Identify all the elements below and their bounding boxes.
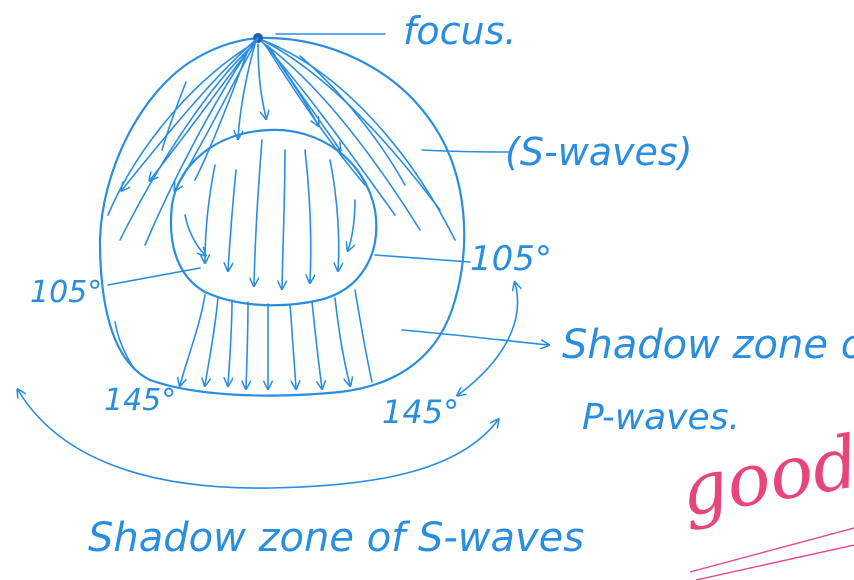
angle-right-upper-leader [375, 255, 470, 262]
label-shadow-p-line1: Shadow zone of [562, 325, 854, 365]
core-outline [171, 130, 376, 305]
right-ray-fan [262, 40, 455, 240]
label-s-waves: (S-waves) [505, 133, 693, 171]
teacher-line-2 [696, 545, 854, 580]
label-angle-left-upper: 105° [30, 278, 102, 308]
label-shadow-s: Shadow zone of S-waves [88, 518, 584, 558]
earth-outline [100, 38, 464, 396]
core-rays [185, 44, 355, 288]
label-shadow-p-line2: P-waves. [582, 400, 740, 436]
s-waves-leader [422, 150, 510, 152]
p-shadow-arrow [402, 330, 548, 345]
label-angle-right-lower: 145° [382, 396, 459, 428]
label-angle-right-upper: 105° [470, 242, 552, 276]
left-ray-fan [108, 38, 258, 245]
label-focus: focus. [403, 12, 516, 50]
label-angle-left-lower: 145° [104, 386, 176, 416]
